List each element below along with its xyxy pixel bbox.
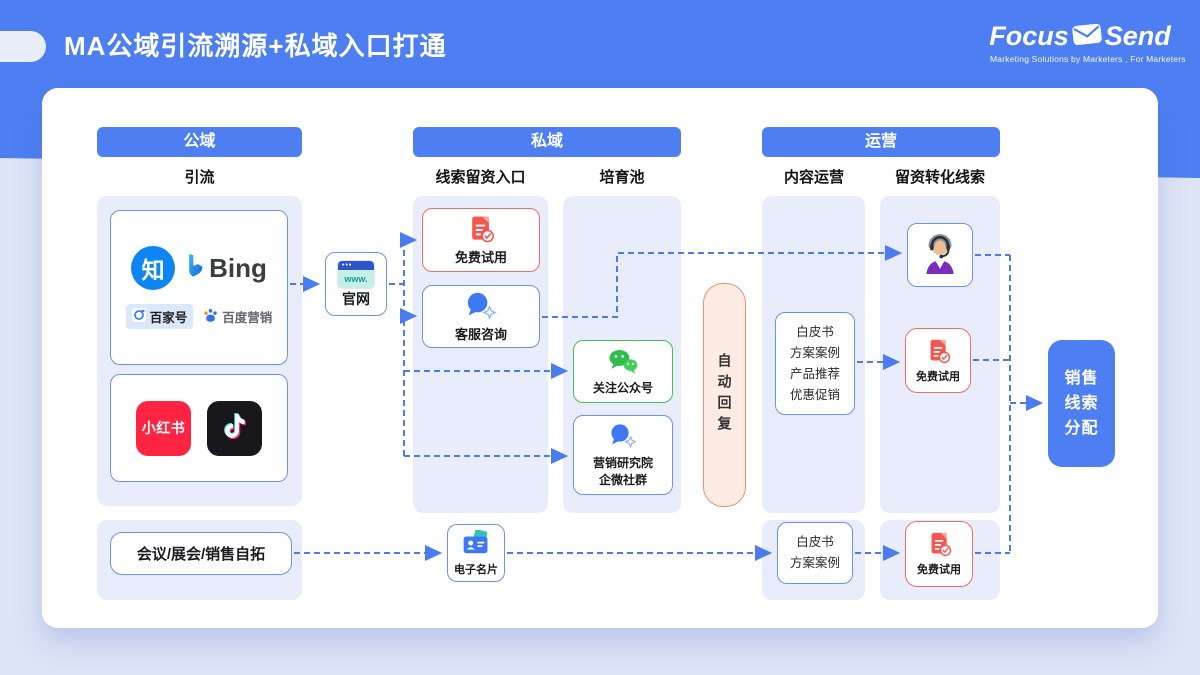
platforms-box-social: 小红书 xyxy=(110,374,288,482)
header-deco-pill xyxy=(0,31,46,62)
business-card-icon xyxy=(461,528,491,562)
wecom-community-node: 营销研究院 企微社群 xyxy=(573,415,673,495)
document-check-icon xyxy=(925,338,952,369)
douyin-logo xyxy=(207,400,262,456)
zhihu-logo: 知 xyxy=(131,246,176,290)
whitepaper-pack-node: 白皮书 方案案例 xyxy=(777,522,853,584)
section-private: 私域 xyxy=(413,127,681,157)
sales-rep-node xyxy=(907,223,973,287)
envelope-icon xyxy=(1072,23,1102,50)
logo-send: Send xyxy=(1104,21,1171,51)
lead-assignment-node: 销售 线索 分配 xyxy=(1048,340,1115,467)
headset-person-icon xyxy=(919,232,961,279)
customer-service-node: 客服咨询 xyxy=(422,285,540,348)
follow-official-node: 关注公众号 xyxy=(573,340,673,403)
focussend-logo: Focus Send Marketing Solutions by Market… xyxy=(989,21,1186,64)
chat-bubble-sparkle-icon xyxy=(608,423,638,454)
wechat-icon xyxy=(607,348,639,380)
bing-icon xyxy=(185,252,205,284)
ecard-node: 电子名片 xyxy=(447,524,505,582)
section-operation: 运营 xyxy=(762,127,1000,157)
free-trial-node-3: 免费试用 xyxy=(905,521,973,587)
column-label-content-ops: 内容运营 xyxy=(783,169,844,186)
baijiahao-icon xyxy=(131,308,146,325)
logo-focus: Focus xyxy=(989,21,1069,51)
chat-bubble-sparkle-icon xyxy=(464,291,498,326)
browser-icon: ••• www. xyxy=(338,260,374,288)
douyin-note-icon xyxy=(221,411,249,446)
offline-channel-box: 会议/展会/销售自拓 xyxy=(110,532,292,575)
baijiahao-logo: 百家号 xyxy=(125,304,194,329)
bing-logo: Bing xyxy=(185,252,267,284)
baidu-marketing-icon xyxy=(203,308,218,326)
column-label-nurture-pool: 培育池 xyxy=(599,169,645,186)
logo-tagline: Marketing Solutions by Marketers , For M… xyxy=(990,54,1186,64)
document-check-icon xyxy=(466,214,496,249)
document-check-icon xyxy=(926,531,953,562)
column-label-lead-convert: 留资转化线索 xyxy=(894,169,985,186)
column-label-lead-entry: 线索留资入口 xyxy=(435,169,526,186)
baidu-marketing-logo: 百度营销 xyxy=(203,307,272,326)
auto-reply-node: 自动回复 xyxy=(703,283,746,507)
page-title: MA公域引流溯源+私域入口打通 xyxy=(64,31,447,61)
website-node: ••• www. 官网 xyxy=(325,252,387,316)
column-label-traffic: 引流 xyxy=(184,169,215,186)
free-trial-node-2: 免费试用 xyxy=(905,328,971,393)
free-trial-node-1: 免费试用 xyxy=(422,208,540,272)
section-public: 公域 xyxy=(97,127,302,157)
xiaohongshu-logo: 小红书 xyxy=(136,400,191,456)
content-pack-node: 白皮书 方案案例 产品推荐 优惠促销 xyxy=(775,312,855,415)
platforms-box-search: 知 Bing 百家号 xyxy=(110,210,288,365)
